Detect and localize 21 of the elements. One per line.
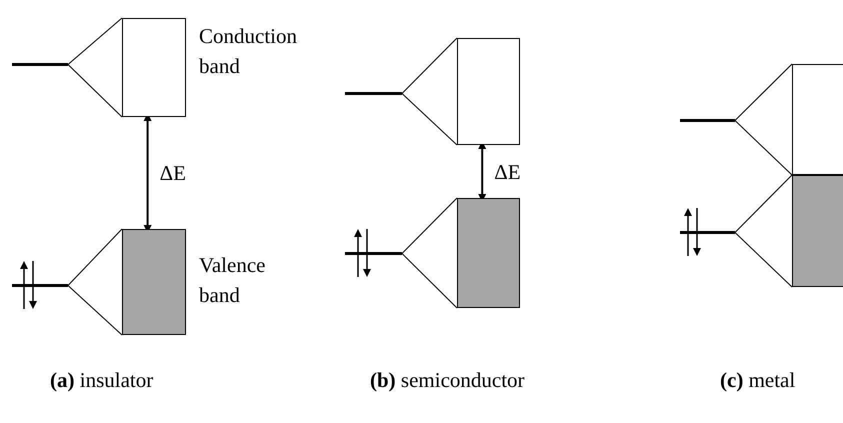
energy-level-line [12, 284, 68, 287]
orbital-fan-lines [68, 228, 122, 336]
panel-caption: (b) semiconductor [370, 367, 525, 394]
orbital-fan-lines [68, 18, 122, 118]
panel-caption: (a) insulator [50, 367, 154, 394]
orbital-fan-lines [734, 64, 792, 176]
energy-level-line [680, 231, 735, 234]
orbital-fan-lines [402, 38, 458, 146]
energy-level-line [12, 63, 68, 66]
band-box [457, 38, 520, 145]
band-label: Valence band [199, 252, 266, 309]
energy-level-line [680, 119, 735, 122]
band-box [792, 175, 843, 287]
band-box [792, 64, 843, 175]
orbital-fan-lines [734, 174, 792, 288]
energy-level-line [345, 252, 402, 255]
energy-level-line [345, 92, 402, 95]
panel-caption: (c) metal [720, 367, 796, 394]
orbital-fan-lines [402, 198, 458, 308]
band-label: Conduction band [199, 23, 298, 80]
band-box [457, 198, 520, 308]
